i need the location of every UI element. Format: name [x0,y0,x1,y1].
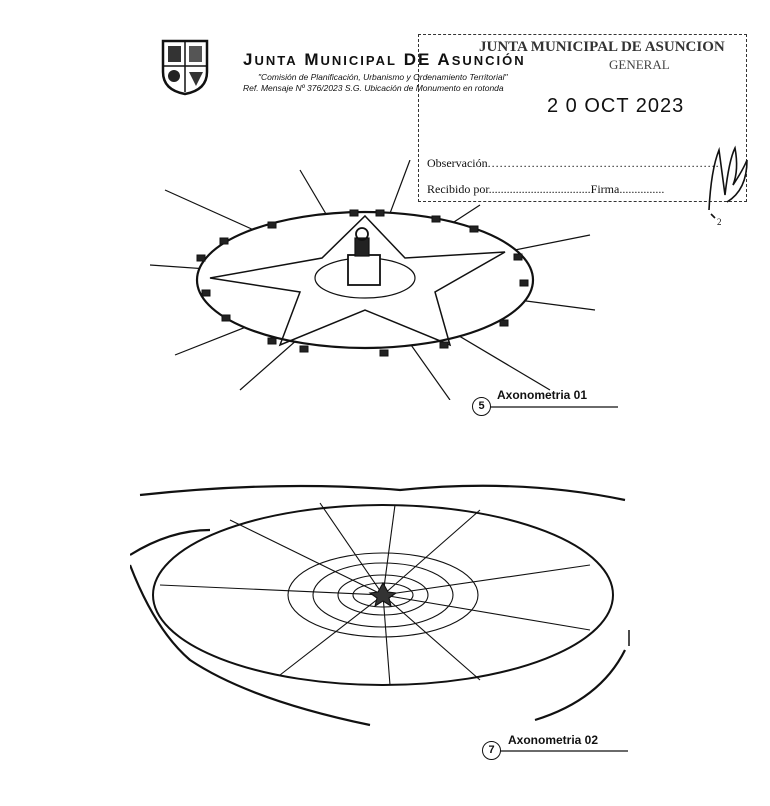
figure-number-5: 5 [472,397,491,416]
stamp-observacion-label: Observación.............................… [427,156,720,170]
header-reference: Ref. Mensaje Nº 376/2023 S.G. Ubicación … [243,83,504,93]
stamp-date: 2 0 OCT 2023 [547,95,685,117]
axonometric-drawing-02 [130,484,626,727]
margin-tick-mark [628,630,630,646]
coat-of-arms-seal [161,39,209,96]
figure-label-axonometria-02: Axonometria 02 [508,733,599,747]
handwritten-signature [708,145,748,219]
reception-stamp: JUNTA MUNICIPAL DE ASUNCION GENERAL 2 0 … [418,34,747,227]
stamp-recibido-label: Recibido por............................… [427,182,665,196]
figure-number-7: 7 [482,741,501,760]
stamp-institution: JUNTA MUNICIPAL DE ASUNCION [479,39,725,55]
label-underline-7 [500,750,628,752]
header-subtitle: "Comisión de Planificación, Urbanismo y … [258,72,508,82]
header-title: JUNTA MUNICIPAL DE ASUNCIÓN [243,50,526,69]
axonometric-drawing-01 [150,160,596,400]
label-underline-5 [490,406,618,408]
stamp-page-number: 2 [717,217,722,227]
stamp-department: GENERAL [609,57,670,72]
figure-label-axonometria-01: Axonometria 01 [497,388,588,402]
